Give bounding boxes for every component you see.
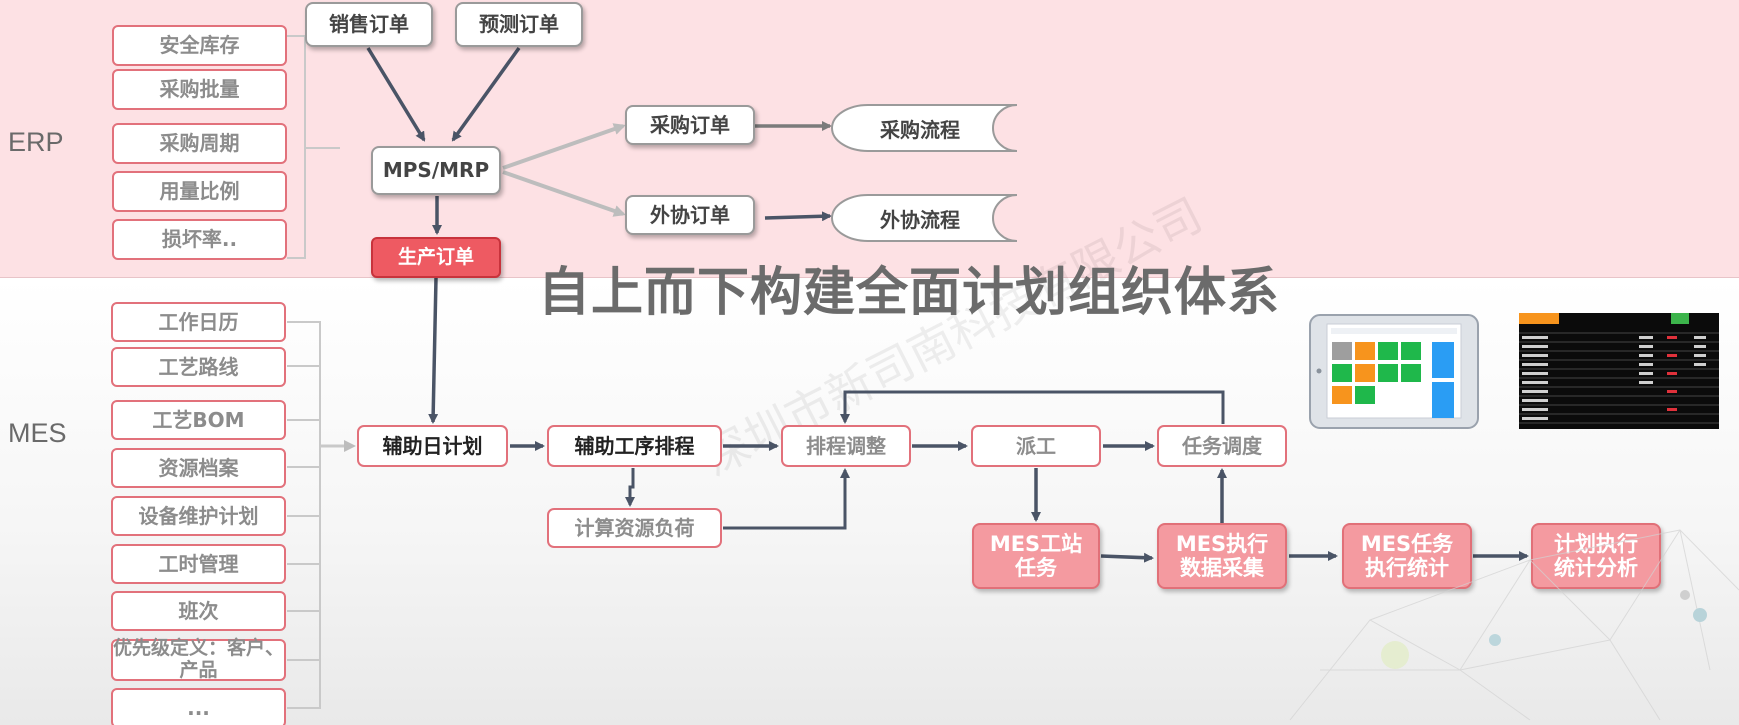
erp-input-purchase-batch: 采购批量 (112, 69, 287, 110)
purchase-flow-label: 采购流程 (880, 117, 960, 142)
purchase-flow-shape (831, 104, 1018, 152)
outsource-flow-label: 外协流程 (880, 207, 960, 232)
task-stats-line1: MES任务 (1360, 531, 1454, 556)
mes-input-work-calendar: 工作日历 (111, 302, 286, 342)
mes-input-resource-archive: 资源档案 (111, 448, 286, 488)
erp-bracket (287, 35, 306, 259)
resource-load-node: 计算资源负荷 (547, 508, 722, 548)
mes-input-work-hours: 工时管理 (111, 544, 286, 584)
mes-input-more: ... (111, 688, 286, 725)
sales-order-node: 销售订单 (305, 2, 433, 47)
mes-input-shift: 班次 (111, 591, 286, 631)
erp-section-label: ERP (8, 127, 64, 157)
outsource-order-to-flow-arrow (764, 211, 832, 222)
daily-plan-node: 辅助日计划 (357, 425, 508, 467)
production-to-daily-plan-arrow (428, 277, 439, 424)
dispatch-node: 派工 (971, 425, 1101, 467)
purchase-order-node: 采购订单 (625, 105, 755, 145)
schedule-adjust-node: 排程调整 (781, 425, 911, 467)
process-schedule-node: 辅助工序排程 (547, 425, 722, 467)
station-to-exec-arrow (1100, 552, 1154, 563)
plan-analysis-line2: 统计分析 (1554, 556, 1638, 580)
mes-bracket-ticks (287, 365, 320, 661)
outsource-order-node: 外协订单 (625, 195, 755, 235)
task-to-adjust-loop-arrow (840, 390, 1225, 424)
exec-collect-line1: MES执行 (1175, 531, 1269, 556)
erp-input-damage-rate: 损坏率.. (112, 219, 287, 260)
task-stats-line2: 执行统计 (1365, 556, 1449, 580)
mps-to-outsource-arrow (502, 170, 626, 217)
decorative-network-pattern (1289, 529, 1739, 721)
diagram-title: 自上而下构建全面计划组织体系 (538, 263, 1281, 323)
forecast-to-mps-arrow (451, 46, 521, 142)
exec-collect-line2: 数据采集 (1180, 556, 1264, 580)
mps-to-purchase-arrow (502, 123, 626, 170)
band-divider (0, 277, 1739, 278)
erp-input-usage-ratio: 用量比例 (112, 171, 287, 212)
station-task-line2: 任务 (1015, 556, 1057, 580)
exec-collect-node: MES执行 数据采集 (1157, 523, 1287, 589)
mes-input-priority: 优先级定义：客户、产品 (111, 637, 286, 681)
station-task-line1: MES工站 (989, 531, 1083, 556)
plan-analysis-node: 计划执行 统计分析 (1531, 523, 1661, 589)
station-task-node: MES工站 任务 (972, 523, 1100, 589)
task-stats-node: MES任务 执行统计 (1342, 523, 1472, 589)
mes-input-equipment-maintenance: 设备维护计划 (111, 496, 286, 536)
erp-input-purchase-cycle: 采购周期 (112, 123, 287, 164)
plan-analysis-line1: 计划执行 (1554, 531, 1638, 556)
mes-section-label: MES (8, 418, 67, 448)
sales-to-mps-arrow (366, 47, 426, 142)
forecast-order-node: 预测订单 (455, 2, 583, 47)
dashboard-table-image (1519, 313, 1719, 429)
mps-mrp-node: MPS/MRP (371, 146, 501, 195)
mes-input-process-route: 工艺路线 (111, 347, 286, 387)
production-order-node: 生产订单 (371, 237, 501, 278)
outsource-flow-shape (831, 194, 1018, 242)
tablet-screenshot-image (1309, 314, 1479, 429)
erp-input-safety-stock: 安全库存 (112, 25, 287, 66)
task-dispatch-node: 任务调度 (1157, 425, 1287, 467)
mes-input-process-bom: 工艺BOM (111, 400, 286, 440)
schedule-to-load-arrow (625, 468, 635, 507)
load-to-adjust-arrow (723, 468, 850, 530)
